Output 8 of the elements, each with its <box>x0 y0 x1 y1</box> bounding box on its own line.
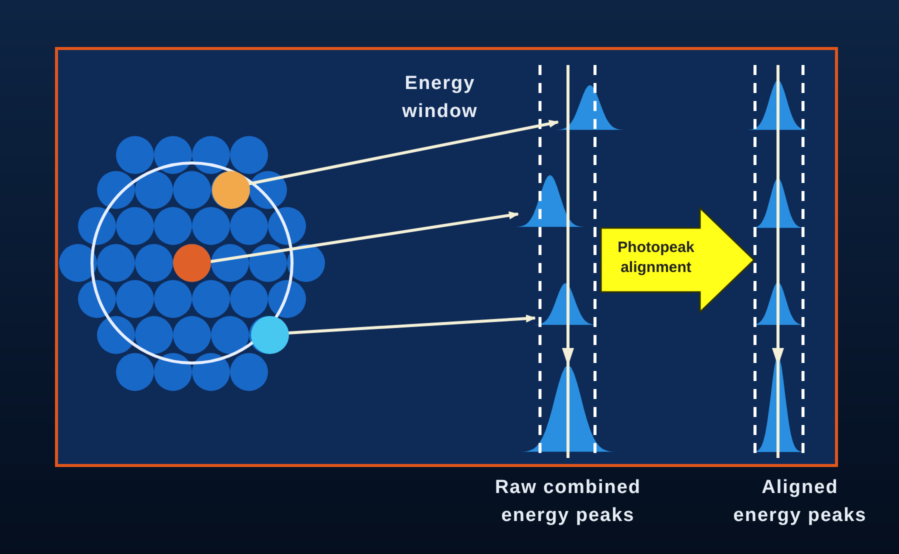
energy-peak <box>555 85 625 130</box>
caption-text: Energy window <box>401 72 479 124</box>
caption-text: Aligned energy peaks <box>732 476 868 528</box>
block-arrow <box>600 206 756 314</box>
caption-text: Raw combined energy peaks <box>494 476 642 528</box>
arrow-label: Photopeak alignment <box>616 238 696 278</box>
energy-peak <box>515 175 585 227</box>
arrow <box>288 314 536 334</box>
